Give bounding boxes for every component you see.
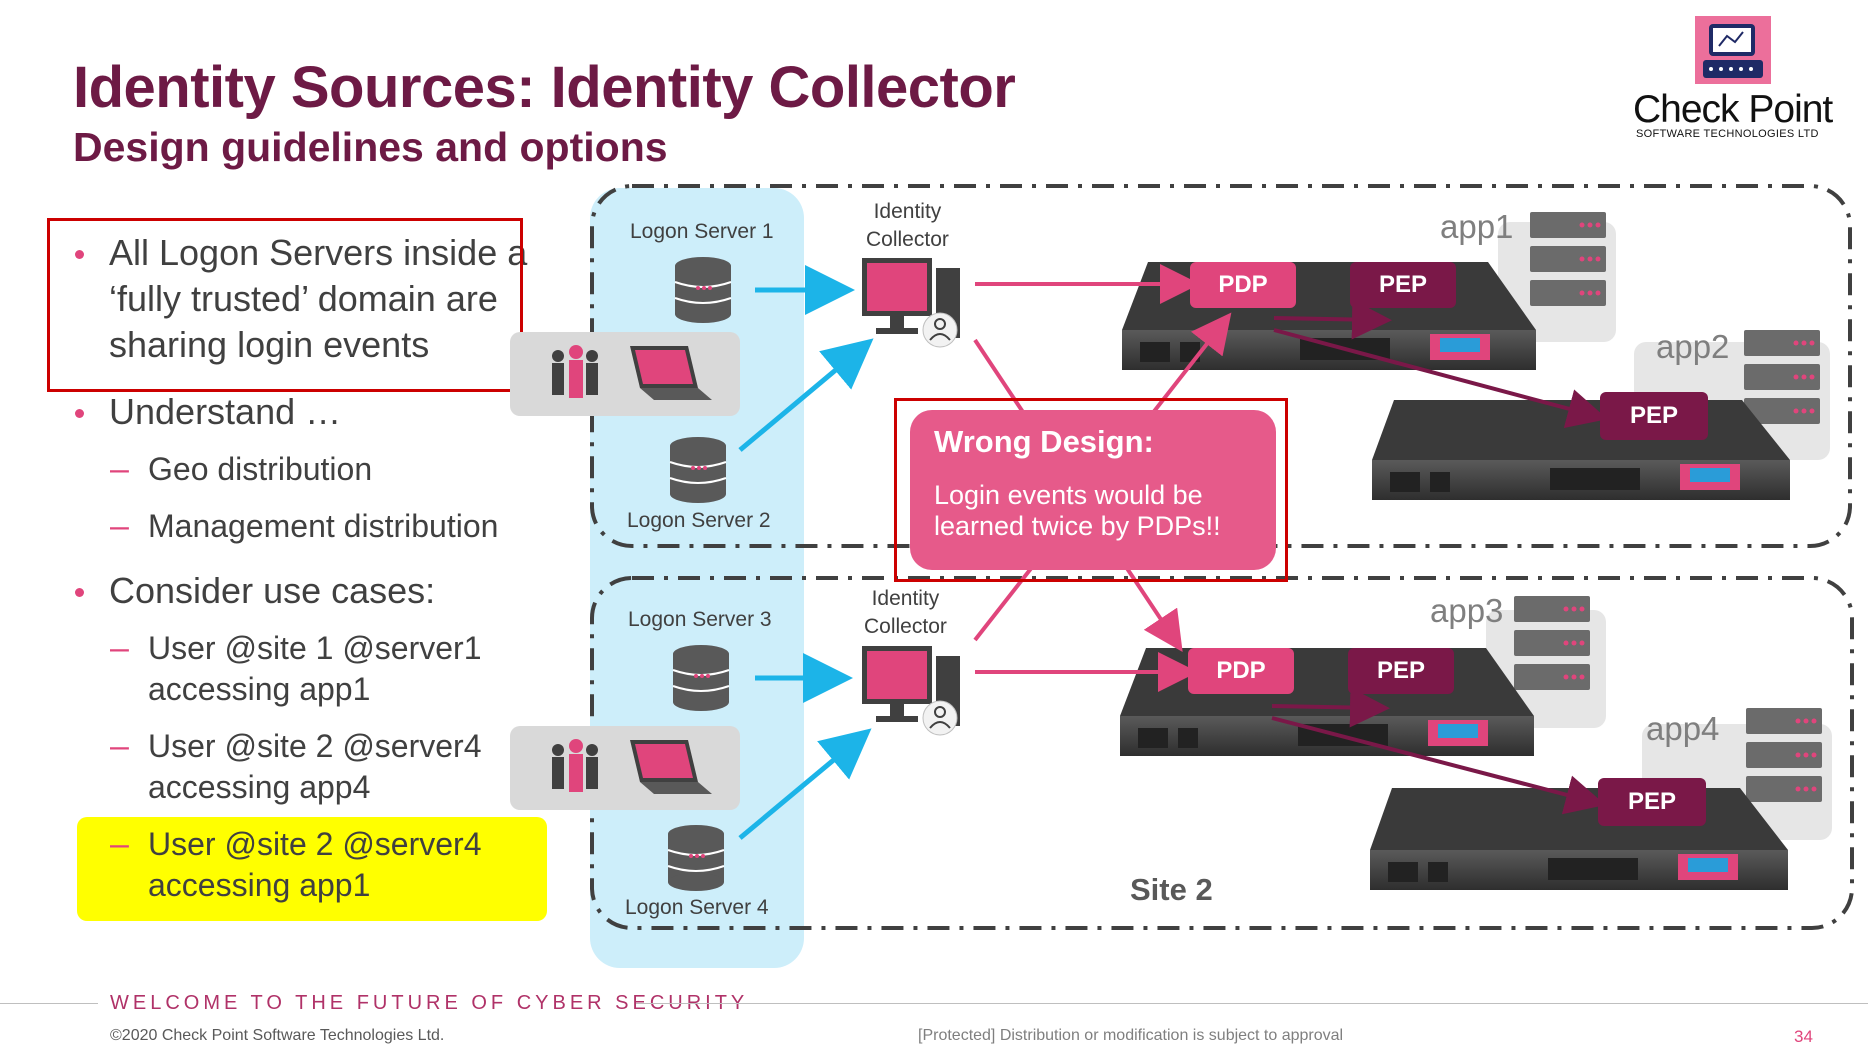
arrow-pdp2-pep4 — [1271, 716, 1606, 815]
logon-server-2-label: Logon Server 2 — [627, 509, 771, 532]
use-case-line: User @site 2 @server4 — [148, 826, 482, 862]
wrong-design-text: Login events would be learned twice by P… — [934, 480, 1221, 541]
bullet-text: Consider use cases: — [109, 570, 436, 611]
arrow-pdp1-pep1 — [1273, 299, 1392, 340]
bullet-use-cases: Consider use cases: — [75, 568, 436, 614]
database-icon — [674, 257, 732, 323]
app4-label: app4 — [1646, 710, 1720, 747]
laptop-icon — [630, 346, 712, 400]
sub-bullet-dash: – — [110, 507, 129, 545]
highlight-yellow — [77, 817, 547, 921]
bullet-trusted-domain: All Logon Servers inside a ‘fully truste… — [75, 230, 539, 368]
database-icon — [672, 645, 730, 711]
collector-label-line: Collector — [864, 615, 947, 638]
sub-bullet-management: – Management distribution — [110, 506, 499, 547]
identity-collector-2-label: Identity Collector — [864, 585, 947, 641]
logo-tagline: SOFTWARE TECHNOLOGIES LTD — [1636, 128, 1819, 140]
collector-label-line: Identity — [873, 200, 942, 223]
bullet-line: All Logon Servers inside a — [109, 232, 528, 273]
appliance-site2-a — [1120, 648, 1534, 756]
logon-server-4-label: Logon Server 4 — [625, 896, 769, 919]
collector-label-line: Identity — [871, 587, 940, 610]
pep-site1-app2: PEP — [1600, 392, 1708, 440]
arrow-ls4-collector — [738, 728, 872, 840]
bullet-dot — [75, 409, 84, 418]
use-case-2: – User @site 2 @server4 accessing app4 — [110, 726, 482, 808]
user-group-bg-1 — [510, 332, 740, 416]
collector-label-line: Collector — [866, 228, 949, 251]
app3-label: app3 — [1430, 592, 1504, 629]
footer-rule-right — [636, 1003, 1868, 1004]
use-case-line: accessing app4 — [148, 769, 371, 805]
use-case-3: – User @site 2 @server4 accessing app1 — [110, 824, 482, 906]
server-rack-icon — [1530, 212, 1606, 306]
pdp-site1: PDP — [1190, 262, 1296, 308]
laptop-icon — [630, 740, 712, 794]
arrow-pdp2-pep3 — [1271, 687, 1390, 728]
site2-label: Site 2 — [1130, 872, 1213, 907]
bullet-dot — [75, 588, 84, 597]
app1-label: app1 — [1440, 208, 1514, 245]
sub-bullet-dash: – — [110, 727, 129, 765]
sub-bullet-dash: – — [110, 825, 129, 863]
wrong-design-callout: Wrong Design: Login events would be lear… — [910, 410, 1276, 570]
wrong-design-title: Wrong Design: — [934, 424, 1154, 459]
pep-site1-app1: PEP — [1350, 262, 1456, 308]
users-icon — [552, 345, 598, 398]
use-case-line: accessing app1 — [148, 867, 371, 903]
server-rack-icon — [1746, 708, 1822, 802]
use-case-1: – User @site 1 @server1 accessing app1 — [110, 628, 482, 710]
bullet-text: Understand … — [109, 391, 342, 432]
sub-bullet-dash: – — [110, 629, 129, 667]
sub-bullet-geo: – Geo distribution — [110, 449, 373, 490]
page-subtitle: Design guidelines and options — [73, 124, 668, 170]
appliance-site2-b — [1370, 788, 1788, 890]
use-case-line: User @site 2 @server4 — [148, 728, 482, 764]
sub-bullet-text: Management distribution — [148, 508, 499, 544]
logo-name: Check Point — [1633, 88, 1833, 131]
server-rack-icon — [1744, 330, 1820, 424]
user-group-bg-2 — [510, 726, 740, 810]
app2-label: app2 — [1656, 328, 1730, 365]
pdp-site2: PDP — [1188, 648, 1294, 694]
bullet-dot — [75, 250, 84, 259]
database-icon — [667, 825, 725, 891]
arrow-pdp1-pep2 — [1273, 328, 1608, 429]
use-case-line: User @site 1 @server1 — [148, 630, 482, 666]
footer-copyright: ©2020 Check Point Software Technologies … — [110, 1027, 445, 1044]
logon-server-3-label: Logon Server 3 — [628, 608, 772, 631]
bullet-understand: Understand … — [75, 389, 342, 435]
footer-tagline: WELCOME TO THE FUTURE OF CYBER SECURITY — [110, 992, 749, 1014]
users-icon — [552, 739, 598, 792]
pep-site2-app4: PEP — [1598, 778, 1706, 826]
sub-bullet-dash: – — [110, 450, 129, 488]
server-rack-icon — [1514, 596, 1590, 690]
bullet-line: ‘fully trusted’ domain are — [109, 278, 498, 319]
logon-server-1-label: Logon Server 1 — [630, 220, 774, 243]
wrong-design-border — [894, 398, 1288, 582]
identity-collector-icon — [862, 646, 960, 736]
arrow-ls2-collector — [738, 338, 874, 452]
identity-collector-1-label: Identity Collector — [866, 198, 949, 254]
footer-rule-left — [0, 1003, 98, 1004]
appliance-site1-b — [1372, 400, 1790, 500]
bullet-line: sharing login events — [109, 324, 430, 365]
page-title: Identity Sources: Identity Collector — [73, 55, 1016, 120]
use-case-line: accessing app1 — [148, 671, 371, 707]
callout-box-trusted-domain — [47, 218, 523, 392]
appliance-site1-a — [1122, 262, 1536, 370]
page-number: 34 — [1794, 1027, 1813, 1046]
pep-site2-app3: PEP — [1348, 648, 1454, 694]
sub-bullet-text: Geo distribution — [148, 451, 373, 487]
database-icon — [669, 437, 727, 503]
check-point-logo-icon — [1695, 16, 1771, 84]
footer-protected: [Protected] Distribution or modification… — [918, 1027, 1344, 1044]
identity-collector-icon — [862, 258, 960, 348]
